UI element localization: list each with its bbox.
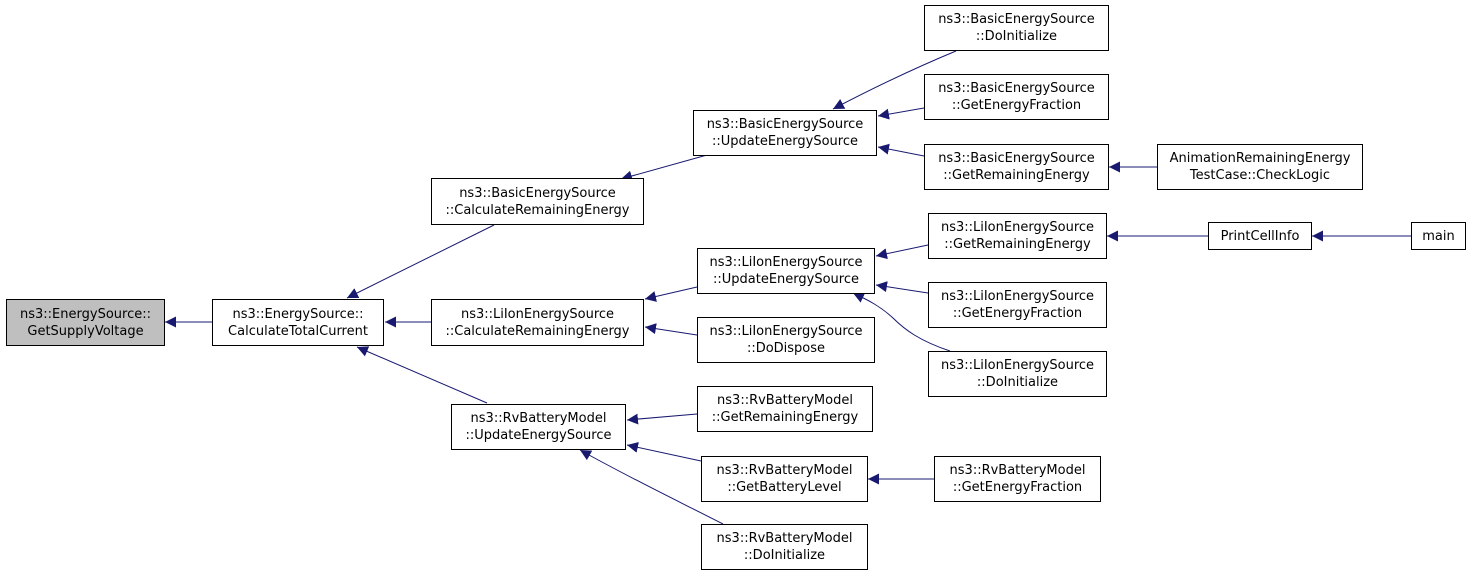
node-basic-get-energy-fraction[interactable]: ns3::BasicEnergySource ::GetEnergyFracti… [924,74,1109,120]
node-line: ns3::RvBatteryModel [716,463,853,478]
edge-layer [165,50,1411,525]
node-line: ns3::RvBatteryModel [470,411,607,426]
node-basic-do-initialize[interactable]: ns3::BasicEnergySource ::DoInitialize [924,5,1109,51]
node-line: ::GetBatteryLevel [727,480,842,495]
node-line: ::UpdateEnergySource [712,272,859,287]
node-main[interactable]: main [1411,222,1466,250]
node-line: GetSupplyVoltage [27,323,144,339]
node-line: TestCase::CheckLogic [1189,168,1331,183]
node-rv-update-energy-source[interactable]: ns3::RvBatteryModel ::UpdateEnergySource [451,404,626,450]
call-edge [626,441,702,462]
node-line: ::GetRemainingEnergy [711,410,859,425]
node-rv-get-remaining-energy[interactable]: ns3::RvBatteryModel ::GetRemainingEnergy [697,386,873,432]
node-line: ::GetEnergyFraction [951,98,1082,113]
call-edge [346,224,495,299]
node-line: ns3::LiIonEnergySource [709,255,863,270]
node-basic-calculate-remaining-energy[interactable]: ns3::BasicEnergySource ::CalculateRemain… [431,178,644,225]
node-line: ns3::LiIonEnergySource [940,289,1095,304]
node-line: PrintCellInfo [1220,228,1300,244]
node-line: ::CalculateRemainingEnergy [445,202,630,218]
node-line: ::DoInitialize [743,548,826,563]
node-line: ::GetEnergyFraction [952,306,1083,321]
node-get-supply-voltage: ns3::EnergySource:: GetSupplyVoltage [6,299,165,346]
node-line: ::CalculateRemainingEnergy [445,323,630,339]
call-edge [620,154,708,182]
call-edge [644,286,698,302]
node-line: ns3::LiIonEnergySource [460,306,615,322]
call-edge [832,50,957,110]
node-liion-get-remaining-energy[interactable]: ns3::LiIonEnergySource ::GetRemainingEne… [928,213,1107,259]
node-line: ns3::EnergySource:: [20,306,151,322]
node-calculate-total-current[interactable]: ns3::EnergySource:: CalculateTotalCurren… [212,299,384,346]
node-line: ::GetRemainingEnergy [943,168,1090,183]
node-line: ns3::LiIonEnergySource [709,324,863,339]
call-edge [626,413,698,425]
node-line: ns3::EnergySource:: [232,306,364,322]
node-animation-check-logic[interactable]: AnimationRemainingEnergy TestCase::Check… [1157,144,1363,190]
call-edge [877,107,925,120]
call-edge [356,346,488,404]
node-line: ::DoInitialize [975,29,1058,44]
call-edge [875,244,929,260]
call-edge [875,281,929,294]
node-line: AnimationRemainingEnergy [1169,151,1351,166]
node-line: ::GetEnergyFraction [952,480,1083,495]
node-line: ns3::RvBatteryModel [717,393,853,408]
node-line: ::DoDispose [746,341,826,356]
node-basic-update-energy-source[interactable]: ns3::BasicEnergySource ::UpdateEnergySou… [693,110,877,156]
node-liion-do-dispose[interactable]: ns3::LiIonEnergySource ::DoDispose [697,317,875,363]
node-line: CalculateTotalCurrent [228,323,368,339]
node-line: main [1422,228,1455,244]
node-line: ns3::LiIonEnergySource [940,358,1095,373]
node-liion-do-initialize[interactable]: ns3::LiIonEnergySource ::DoInitialize [928,351,1107,397]
node-line: ns3::BasicEnergySource [938,81,1095,96]
node-line: ::UpdateEnergySource [465,428,612,443]
node-liion-update-energy-source[interactable]: ns3::LiIonEnergySource ::UpdateEnergySou… [697,248,875,294]
node-rv-get-battery-level[interactable]: ns3::RvBatteryModel ::GetBatteryLevel [701,456,868,502]
node-line: ::DoInitialize [976,375,1059,390]
node-print-cell-info[interactable]: PrintCellInfo [1208,222,1312,250]
node-rv-do-initialize[interactable]: ns3::RvBatteryModel ::DoInitialize [701,524,868,570]
node-line: ns3::RvBatteryModel [949,463,1086,478]
node-line: ns3::RvBatteryModel [716,531,853,546]
call-edge [579,449,724,525]
call-edge [644,323,698,336]
node-line: ns3::BasicEnergySource [938,151,1095,166]
node-line: ::UpdateEnergySource [711,134,858,149]
node-line: ::GetRemainingEnergy [944,237,1091,252]
call-edge [852,292,951,352]
call-edge [877,143,925,157]
node-rv-get-energy-fraction[interactable]: ns3::RvBatteryModel ::GetEnergyFraction [934,456,1101,502]
node-liion-calculate-remaining-energy[interactable]: ns3::LiIonEnergySource ::CalculateRemain… [431,299,644,346]
node-basic-get-remaining-energy[interactable]: ns3::BasicEnergySource ::GetRemainingEne… [924,144,1109,190]
node-line: ns3::LiIonEnergySource [940,220,1095,235]
node-liion-get-energy-fraction[interactable]: ns3::LiIonEnergySource ::GetEnergyFracti… [928,282,1107,328]
node-line: ns3::BasicEnergySource [459,185,616,201]
node-line: ns3::BasicEnergySource [706,117,864,132]
node-line: ns3::BasicEnergySource [938,12,1095,27]
